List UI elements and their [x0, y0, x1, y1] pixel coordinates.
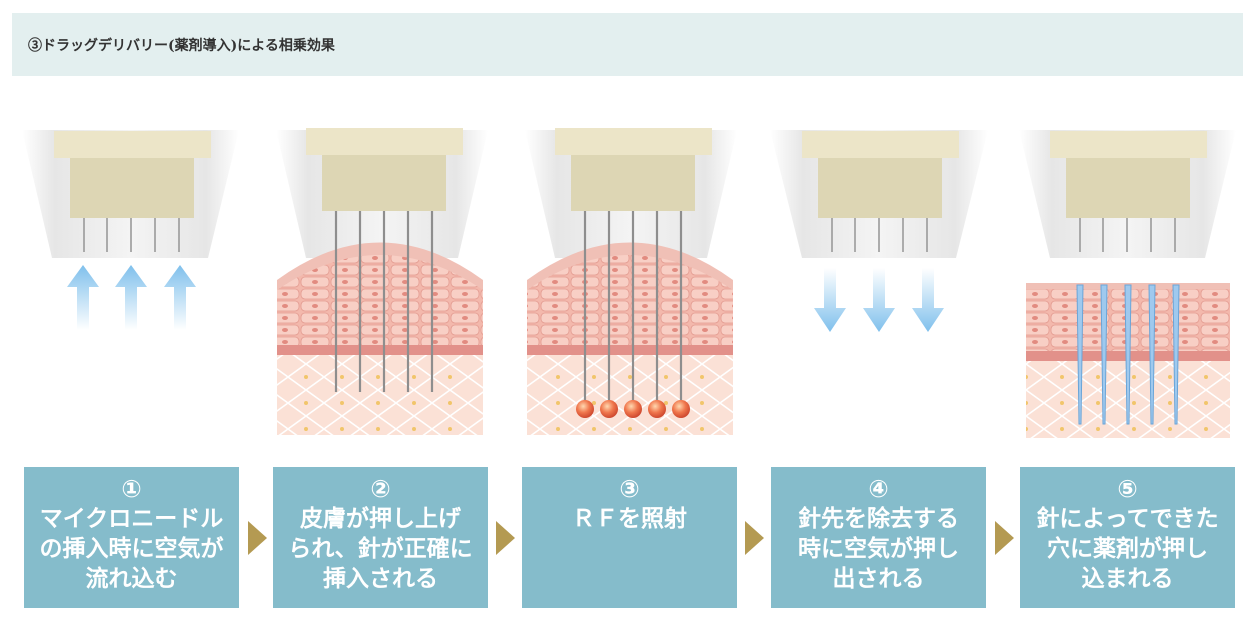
drug-channels: [1076, 284, 1180, 425]
step-description: ＲＦを照射: [572, 506, 687, 532]
panel-1-illustration: [22, 130, 239, 330]
device-cap: [54, 131, 211, 158]
step-card-4: ④ 針先を除去する 時に空気が押し 出される: [771, 467, 986, 608]
section-title: ③ドラッグデリバリー(薬剤導入)による相乗効果: [28, 37, 335, 54]
step-description: 針によってできた 穴に薬剤が押し 込まれる: [1036, 506, 1219, 592]
needle-cartridge: [70, 158, 194, 218]
panel-5-illustration: [1019, 130, 1236, 438]
panel-3-illustration: [525, 128, 737, 435]
step-card-1: ① マイクロニードル の挿入時に空気が 流れ込む: [24, 467, 239, 608]
step-card-2: ② 皮膚が押し上げ られ、針が正確に 挿入される: [273, 467, 488, 608]
step-description: 針先を除去する 時に空気が押し 出される: [798, 506, 959, 592]
procedure-illustration: [22, 128, 1236, 438]
step-description: マイクロニードル の挿入時に空気が 流れ込む: [39, 506, 224, 592]
step-number: ④: [868, 475, 889, 503]
step-card-5: ⑤ 針によってできた 穴に薬剤が押し 込まれる: [1020, 467, 1235, 608]
step-description: 皮膚が押し上げ られ、針が正確に 挿入される: [288, 506, 473, 592]
step-number: ③: [619, 475, 640, 503]
step-card-3: ③ ＲＦを照射: [522, 467, 737, 608]
next-step-arrow-icon: [995, 521, 1014, 555]
panel-2-illustration: [276, 128, 488, 435]
next-step-arrow-icon: [248, 521, 267, 555]
next-step-arrow-icon: [745, 521, 764, 555]
step-number: ①: [121, 475, 142, 503]
section-header: ③ドラッグデリバリー(薬剤導入)による相乗効果: [12, 13, 1243, 76]
panel-4-illustration: [770, 130, 988, 332]
next-step-arrow-icon: [496, 521, 515, 555]
step-number: ⑤: [1117, 475, 1138, 503]
rf-heat-points: [576, 400, 690, 418]
airflow-down-arrows: [814, 268, 944, 332]
step-number: ②: [370, 475, 391, 503]
airflow-up-arrows: [67, 265, 196, 330]
